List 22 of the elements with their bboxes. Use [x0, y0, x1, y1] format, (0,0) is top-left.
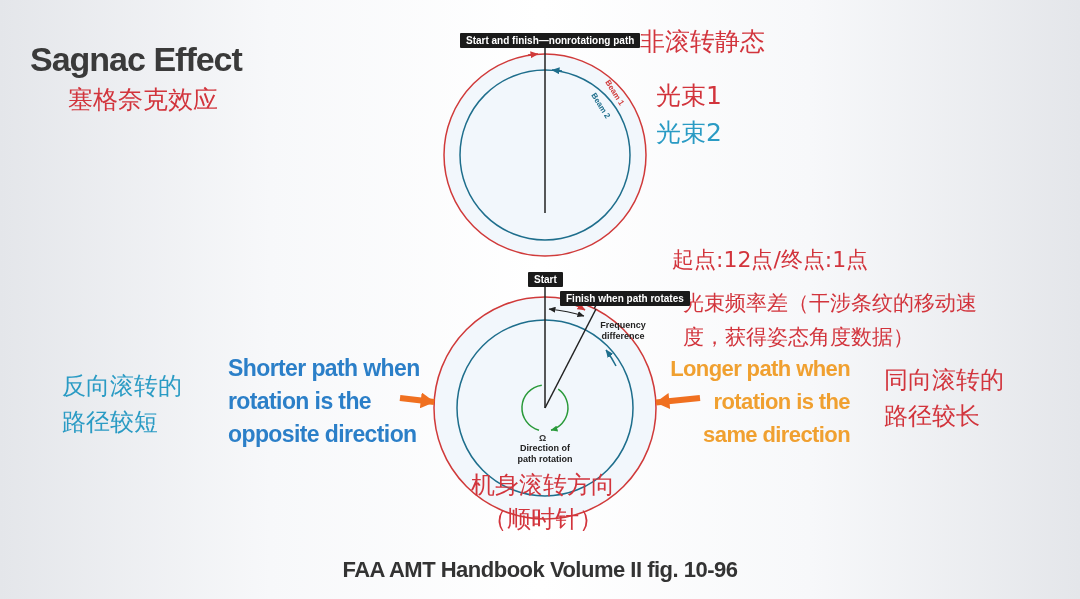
- callout-text: Longer path when rotation is the same direction: [665, 352, 850, 451]
- leader-line: [593, 304, 597, 310]
- arrow: [399, 392, 435, 409]
- annotation: 反向滚转的路径较短: [62, 371, 183, 438]
- title: Sagnac Effect: [30, 39, 242, 80]
- label-box: Start: [528, 272, 563, 287]
- arrow: [655, 393, 701, 409]
- label-box: Finish when path rotates: [560, 291, 690, 306]
- label-box: Start and finish—nonrotationg path: [460, 33, 641, 48]
- caption-text: Direction of path rotation: [516, 443, 574, 465]
- subtitle: 塞格奈克效应: [68, 84, 218, 116]
- leader-line: [544, 286, 546, 298]
- annotation: 起点:12点/终点:1点: [672, 246, 869, 274]
- leader-line: [544, 47, 546, 55]
- annotation: 光束1: [656, 80, 722, 112]
- annotation: 非滚转静态: [640, 26, 765, 58]
- annotation: 光束2: [656, 117, 722, 149]
- outer-ring: [443, 53, 647, 257]
- omega-symbol: Ω: [539, 433, 547, 444]
- caption: FAA AMT Handbook Volume II fig. 10-96: [341, 556, 739, 584]
- callout-text: Shorter path when rotation is the opposite direction: [228, 352, 443, 451]
- annotation: 同向滚转的路径较长: [884, 365, 1005, 432]
